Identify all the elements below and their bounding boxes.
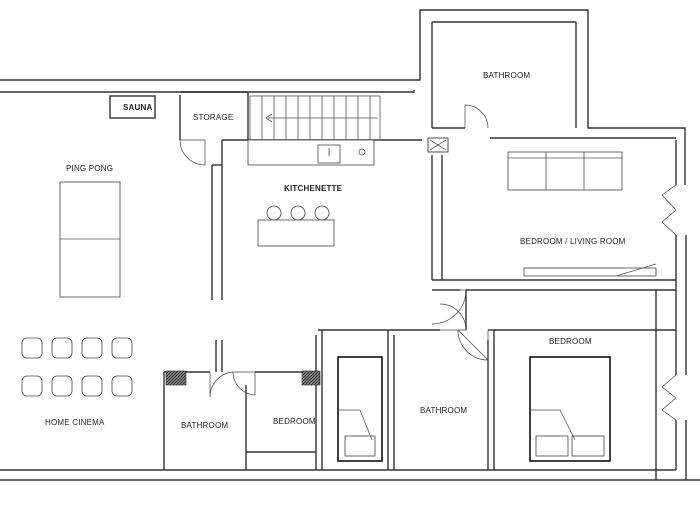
single-bed <box>337 356 383 462</box>
label-bathroom-small: BATHROOM <box>181 421 228 430</box>
column-mid <box>301 370 321 386</box>
label-kitchenette: KITCHENETTE <box>284 184 343 193</box>
staircase <box>249 95 381 141</box>
doors <box>179 104 677 421</box>
sofa <box>507 151 623 191</box>
kitchen-island <box>257 205 335 247</box>
label-home-cinema: HOME CINEMA <box>45 418 105 427</box>
label-bedroom-right: BEDROOM <box>549 337 592 346</box>
column-left <box>165 370 187 386</box>
double-bed <box>529 356 611 462</box>
label-storage: STORAGE <box>193 113 233 122</box>
tv-unit <box>523 263 657 277</box>
label-ping-pong: PING PONG <box>66 164 113 173</box>
ping-pong-table <box>59 181 121 298</box>
kitchen-counter <box>247 139 375 166</box>
label-bathroom-top: BATHROOM <box>483 71 530 80</box>
label-bathroom-mid: BATHROOM <box>420 406 467 415</box>
outer-walls <box>0 9 700 481</box>
interior-walls <box>109 91 676 480</box>
label-bedroom-small: BEDROOM <box>273 417 316 426</box>
label-bedroom-living: BEDROOM / LIVING ROOM <box>520 237 626 246</box>
cinema-seats <box>21 337 133 397</box>
label-sauna: SAUNA <box>123 103 152 112</box>
